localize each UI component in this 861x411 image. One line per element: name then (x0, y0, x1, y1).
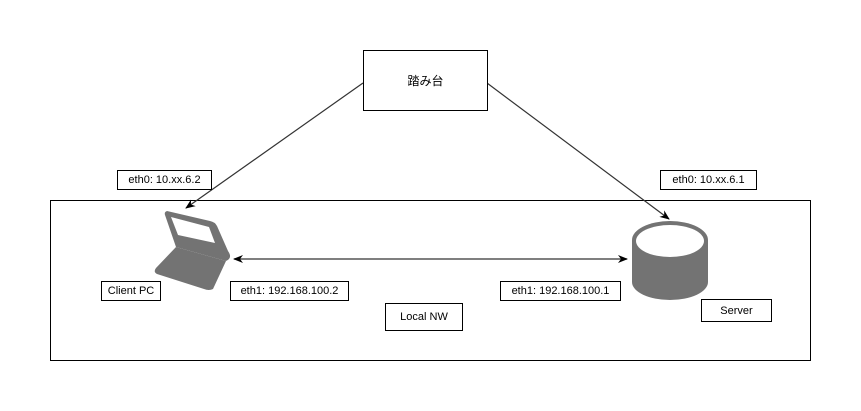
local-network-label: Local NW (385, 303, 463, 331)
bastion-node[interactable]: 踏み台 (363, 50, 488, 111)
client-pc-label: Client PC (101, 281, 161, 301)
server-eth1-label: eth1: 192.168.100.1 (500, 281, 621, 301)
database-cylinder-icon (632, 221, 708, 300)
client-eth1-label: eth1: 192.168.100.2 (230, 281, 349, 301)
local-network-boundary (50, 200, 811, 361)
server-eth0-label: eth0: 10.xx.6.1 (660, 170, 757, 190)
bastion-to-client-connector (185, 82, 364, 209)
client-eth0-label: eth0: 10.xx.6.2 (117, 170, 212, 190)
laptop-icon (154, 211, 231, 290)
bastion-to-server-connector (486, 82, 670, 220)
server-label: Server (701, 299, 772, 322)
